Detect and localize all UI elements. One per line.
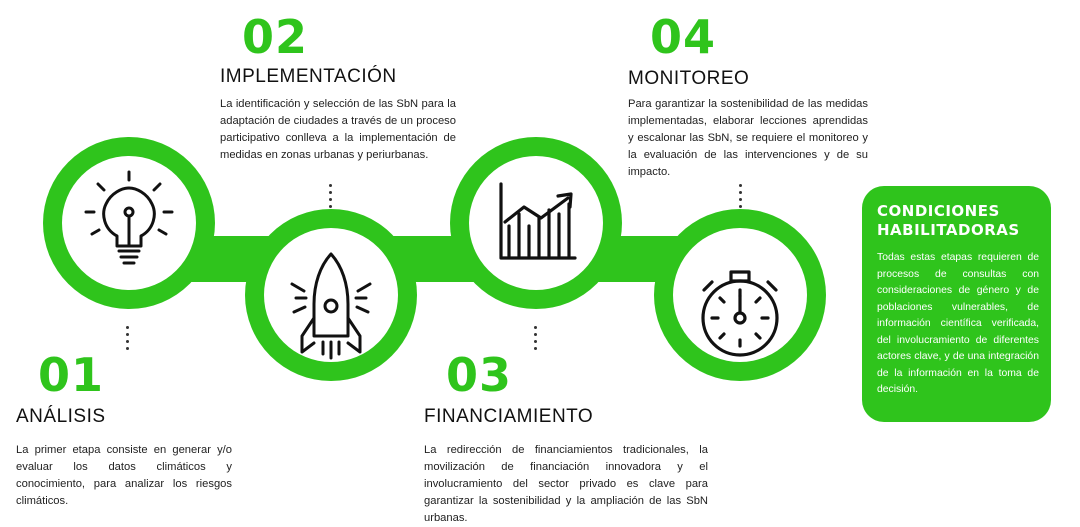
step-01-title: ANÁLISIS	[16, 406, 106, 427]
step-01-description: La primer etapa consiste en generar y/o …	[16, 444, 232, 507]
enabling-conditions-description: Todas estas etapas requieren de procesos…	[877, 252, 1039, 395]
rocket-icon	[290, 252, 372, 360]
step-02-title: IMPLEMENTACIÓN	[220, 66, 397, 87]
step-04-title: MONITOREO	[628, 68, 750, 89]
connector-dots-01	[126, 326, 130, 354]
step-04-description: Para garantizar la sostenibilidad de las…	[628, 98, 868, 178]
step-03-number: 03	[446, 348, 513, 402]
step-03-circle	[469, 156, 603, 290]
step-02-number: 02	[242, 10, 309, 64]
step-04-number: 04	[650, 10, 717, 64]
connector-dots-04	[739, 184, 743, 212]
enabling-conditions-panel: CONDICIONES HABILITADORAS Todas estas et…	[862, 186, 1051, 422]
step-02-circle	[264, 228, 398, 362]
connector-dots-02	[329, 184, 333, 212]
step-01-number: 01	[38, 348, 105, 402]
step-02-description: La identificación y selección de las SbN…	[220, 98, 456, 161]
step-03-description: La redirección de financiamientos tradic…	[424, 444, 708, 524]
enabling-conditions-title: CONDICIONES HABILITADORAS	[877, 202, 1020, 239]
growth-chart-icon	[499, 182, 577, 260]
lightbulb-icon	[84, 170, 174, 265]
stopwatch-icon	[701, 270, 779, 357]
step-03-title: FINANCIAMIENTO	[424, 406, 594, 427]
connector-dots-03	[534, 326, 538, 354]
